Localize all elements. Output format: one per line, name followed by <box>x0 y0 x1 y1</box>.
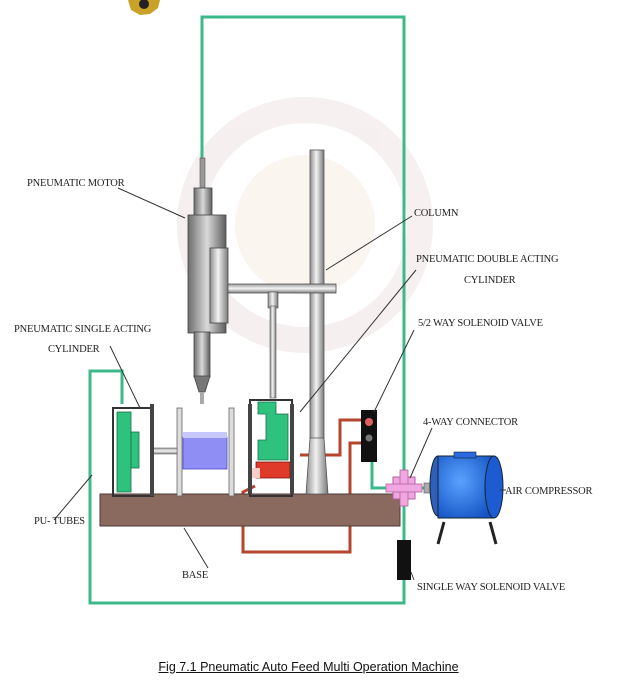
column <box>305 149 329 495</box>
solenoid-valve-5-2 <box>361 410 377 462</box>
label-single-acting-1: PNEUMATIC SINGLE ACTING <box>14 324 152 335</box>
gear-logo-icon <box>128 0 160 15</box>
label-solenoid-5-2: 5/2 WAY SOLENOID VALVE <box>418 318 543 329</box>
pneumatic-motor <box>187 157 229 404</box>
label-four-way-connector: 4-WAY CONNECTOR <box>423 417 518 428</box>
base-plate <box>99 493 401 527</box>
workpiece-fixture <box>176 407 235 497</box>
air-compressor <box>423 451 504 545</box>
label-air-compressor: AIR COMPRESSOR <box>505 486 593 497</box>
label-single-acting-2: CYLINDER <box>48 344 100 355</box>
single-way-solenoid-valve <box>397 540 411 580</box>
single-acting-cylinder <box>112 404 178 497</box>
label-base: BASE <box>182 570 208 581</box>
horizontal-arm <box>225 283 337 294</box>
label-double-acting-2: CYLINDER <box>464 275 516 286</box>
figure-caption: Fig 7.1 Pneumatic Auto Feed Multi Operat… <box>158 660 459 674</box>
label-double-acting-1: PNEUMATIC DOUBLE ACTING <box>416 254 559 265</box>
label-pneumatic-motor: PNEUMATIC MOTOR <box>27 178 125 189</box>
leader-lines <box>53 187 506 581</box>
double-acting-cylinder <box>248 291 294 497</box>
label-column: COLUMN <box>414 208 459 219</box>
label-pu-tubes: PU- TUBES <box>34 516 85 527</box>
four-way-connector <box>385 469 423 507</box>
label-single-way-valve: SINGLE WAY SOLENOID VALVE <box>417 582 565 593</box>
